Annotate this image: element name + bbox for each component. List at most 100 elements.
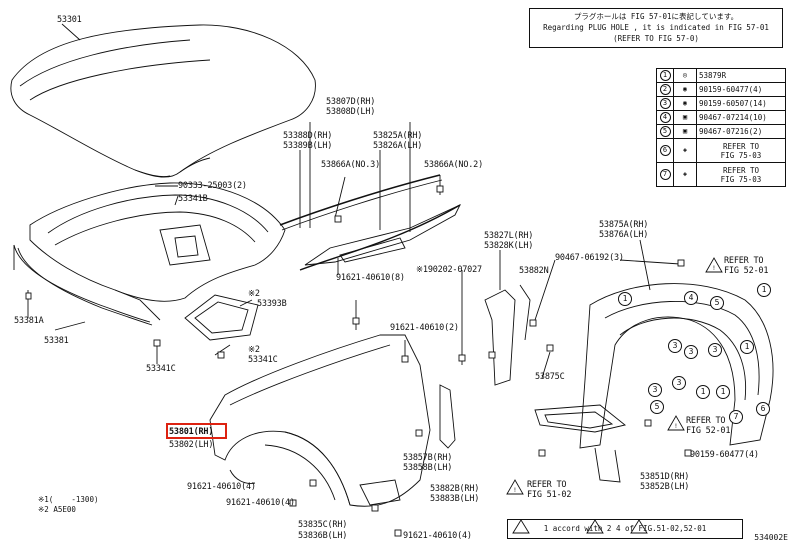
part-label[interactable]: 53381A bbox=[14, 316, 44, 326]
svg-text:!: ! bbox=[675, 423, 677, 430]
part-label[interactable]: 53882B(RH) bbox=[430, 484, 480, 494]
refer-link[interactable]: FIG 52-01 bbox=[686, 426, 731, 436]
note-line-2: Regarding PLUG HOLE , it is indicated in… bbox=[543, 23, 769, 32]
part-label[interactable]: 53828K(LH) bbox=[484, 241, 534, 251]
refer-link[interactable]: REFER TO bbox=[724, 256, 764, 266]
part-label[interactable]: 53341C bbox=[146, 364, 176, 374]
legend-part-4: 90467-07214(10) bbox=[696, 110, 786, 125]
footnote: ※1( -1300) ※2 A5E00 bbox=[38, 495, 99, 514]
svg-text:!: ! bbox=[514, 487, 516, 494]
part-label[interactable]: ※190202-07027 bbox=[416, 265, 482, 275]
callout-1: 1 bbox=[757, 283, 771, 297]
part-label[interactable]: 91621-40610(4) bbox=[403, 531, 472, 541]
part-label[interactable]: 53827L(RH) bbox=[484, 231, 534, 241]
legend-part-2: 90159-60477(4) bbox=[696, 82, 786, 97]
callout-1: 1 bbox=[618, 292, 632, 306]
part-label[interactable]: 53826A(LH) bbox=[373, 141, 423, 151]
callout-3: 3 bbox=[672, 376, 686, 390]
figure-code: 534002E bbox=[754, 533, 788, 542]
callout-3: 3 bbox=[684, 345, 698, 359]
part-label[interactable]: 90467-06192(3) bbox=[555, 253, 624, 263]
accord-note: 1 accord with 2 4 of FIG.51-02,52-01 bbox=[507, 519, 743, 539]
part-label[interactable]: 53389B(LH) bbox=[283, 141, 333, 151]
nut-icon: ◉ bbox=[673, 82, 697, 97]
refer-link[interactable]: FIG 52-01 bbox=[724, 266, 769, 276]
part-label[interactable]: 53866A(NO.3) bbox=[321, 160, 381, 170]
legend-part-5: 90467-07216(2) bbox=[696, 124, 786, 139]
splash-shield bbox=[534, 404, 627, 433]
refer-link[interactable]: FIG 51-02 bbox=[527, 490, 572, 500]
legend-part-7: REFER TO FIG 75-03 bbox=[696, 162, 786, 187]
part-label[interactable]: 53852B(LH) bbox=[640, 482, 690, 492]
part-label[interactable]: 90159-60477(4) bbox=[690, 450, 759, 460]
part-label[interactable]: 53876A(LH) bbox=[599, 230, 649, 240]
refer-link[interactable]: REFER TO bbox=[527, 480, 567, 490]
part-label[interactable]: 53851D(RH) bbox=[640, 472, 690, 482]
part-label[interactable]: 53381 bbox=[44, 336, 69, 346]
legend-part-1: 53879R bbox=[696, 68, 786, 83]
part-label[interactable]: 90333-25003(2) bbox=[178, 181, 247, 191]
part-label[interactable]: 53858B(LH) bbox=[403, 463, 453, 473]
clip-icon: ◈ bbox=[673, 138, 697, 163]
part-label-highlighted[interactable]: 53801(RH) bbox=[169, 427, 214, 437]
callout-3: 3 bbox=[708, 343, 722, 357]
part-label[interactable]: 53836B(LH) bbox=[298, 531, 348, 541]
part-label[interactable]: 53883B(LH) bbox=[430, 494, 480, 504]
callout-7: 7 bbox=[729, 410, 743, 424]
part-label[interactable]: 53301 bbox=[57, 15, 82, 25]
star-note: ※2 bbox=[248, 289, 260, 299]
part-label[interactable]: 91621-40610(2) bbox=[390, 323, 459, 333]
note-line-3: (REFER TO FIG 57-0) bbox=[613, 34, 699, 43]
cowl-moulding bbox=[304, 204, 461, 266]
hood-seal-strip bbox=[13, 244, 151, 323]
callout-1: 1 bbox=[696, 385, 710, 399]
part-label[interactable]: 53388D(RH) bbox=[283, 131, 333, 141]
part-label[interactable]: 53802(LH) bbox=[169, 440, 214, 450]
part-label[interactable]: 91621-40610(4) bbox=[226, 498, 295, 508]
part-label[interactable]: 53882N bbox=[519, 266, 549, 276]
callout-5: 5 bbox=[650, 400, 664, 414]
hood-outer-shape bbox=[10, 24, 316, 178]
part-label[interactable]: 53875A(RH) bbox=[599, 220, 649, 230]
part-label[interactable]: 53875C bbox=[535, 372, 565, 382]
part-label[interactable]: 53866A(NO.2) bbox=[424, 160, 484, 170]
clip-icon: ▣ bbox=[673, 110, 697, 125]
part-label[interactable]: 53857B(RH) bbox=[403, 453, 453, 463]
callout-6: 6 bbox=[756, 402, 770, 416]
callout-3: 3 bbox=[668, 339, 682, 353]
svg-text:!: ! bbox=[713, 265, 715, 272]
clip-icon: ▣ bbox=[673, 124, 697, 139]
plug-hole-note: プラグホールは FIG 57-01に表記しています。 Regarding PLU… bbox=[529, 8, 783, 48]
part-label[interactable]: 91621-40610(8) bbox=[336, 273, 405, 283]
part-label[interactable]: 91621-40610(4) bbox=[187, 482, 256, 492]
warning-icon bbox=[705, 257, 723, 273]
part-label[interactable]: 53393B bbox=[257, 299, 287, 309]
part-label[interactable]: 53808D(LH) bbox=[326, 107, 376, 117]
star-note: ※2 bbox=[248, 345, 260, 355]
part-label[interactable]: 53341C bbox=[248, 355, 278, 365]
legend-part-6: REFER TO FIG 75-03 bbox=[696, 138, 786, 163]
nut-icon: ◉ bbox=[673, 96, 697, 111]
side-seal-strip bbox=[279, 174, 441, 226]
refer-link[interactable]: REFER TO bbox=[686, 416, 726, 426]
part-label[interactable]: 53825A(RH) bbox=[373, 131, 423, 141]
callout-1: 1 bbox=[716, 385, 730, 399]
part-label[interactable]: 53807D(RH) bbox=[326, 97, 376, 107]
callout-4: 4 bbox=[684, 291, 698, 305]
callout-1: 1 bbox=[740, 340, 754, 354]
part-label[interactable]: 53341B bbox=[178, 194, 208, 204]
fender-panel bbox=[209, 334, 431, 507]
legend-part-3: 90159-60507(14) bbox=[696, 96, 786, 111]
hood-pad bbox=[184, 294, 259, 341]
callout-5: 5 bbox=[710, 296, 724, 310]
fastener-legend: 1◎53879R 2◉90159-60477(4) 3◉90159-60507(… bbox=[656, 68, 786, 187]
clip-icon: ◎ bbox=[673, 68, 697, 83]
callout-3: 3 bbox=[648, 383, 662, 397]
note-line-1: プラグホールは FIG 57-01に表記しています。 bbox=[573, 12, 739, 21]
part-label[interactable]: 53835C(RH) bbox=[298, 520, 348, 530]
hood-inner-shape bbox=[29, 182, 286, 302]
clip-icon: ◈ bbox=[673, 162, 697, 187]
highlight-box bbox=[166, 423, 227, 439]
